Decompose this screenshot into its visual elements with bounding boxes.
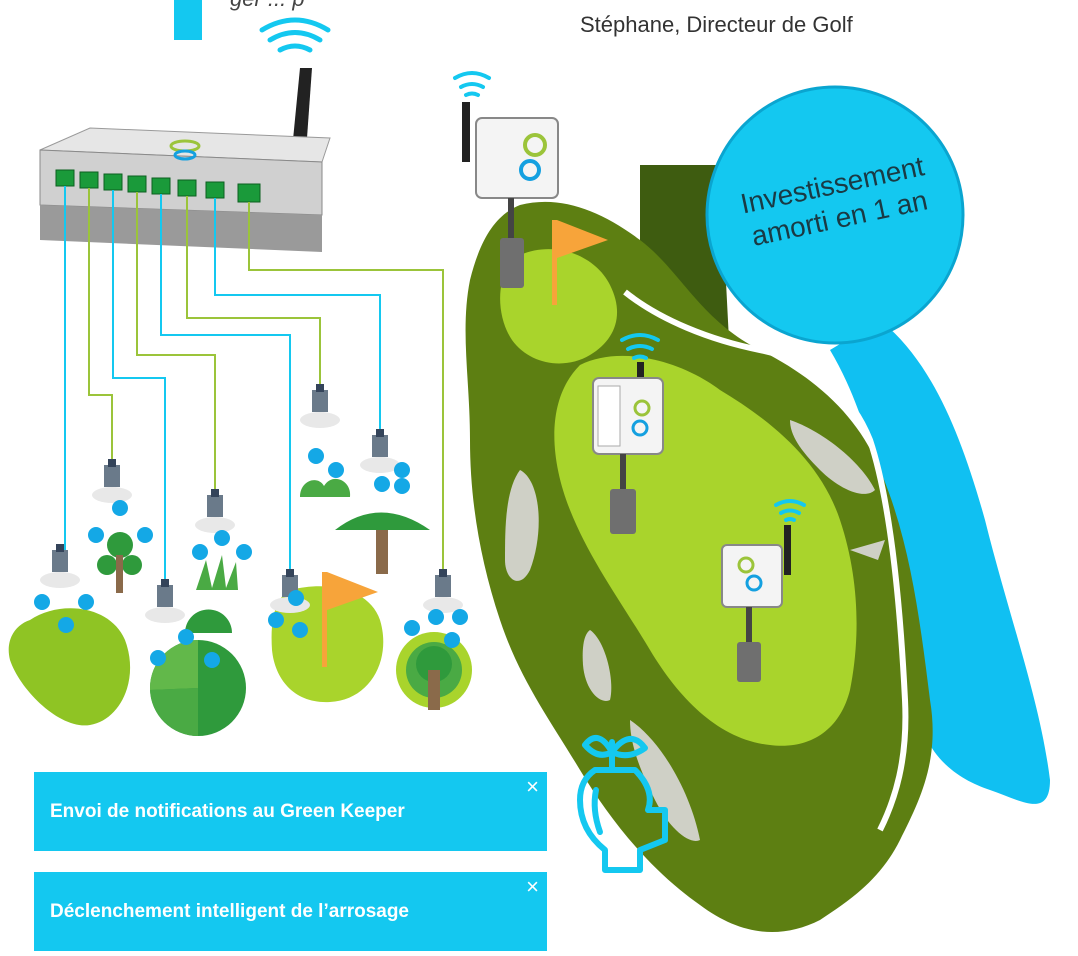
green-patch (271, 586, 384, 703)
testimonial-author: Stéphane, Directeur de Golf (580, 12, 853, 37)
water-drop-icon (404, 609, 468, 648)
water-drop-icon (88, 500, 153, 543)
green-patch (8, 608, 131, 726)
valve-icon (195, 489, 235, 533)
tree-icon (335, 512, 430, 574)
bunker (505, 470, 539, 581)
wifi-icon (259, 17, 331, 53)
bush-icon (185, 609, 232, 633)
water-drop-icon (308, 448, 344, 478)
bunker (790, 420, 875, 494)
tree-icon (97, 532, 142, 593)
flag-icon (322, 572, 378, 667)
cables (64, 186, 444, 590)
grass-icon (196, 555, 238, 590)
cart-path (623, 289, 909, 832)
valves (40, 384, 463, 623)
feature-banner-notifications[interactable]: Envoi de notifications au Green Keeper × (34, 772, 547, 851)
water-drop-icon (192, 530, 252, 560)
bunker (630, 720, 700, 841)
bunker (850, 540, 885, 560)
flag-icon (552, 220, 608, 305)
feature-banner-irrigation[interactable]: Déclenchement intelligent de l’arrosage … (34, 872, 547, 951)
tree-icon (396, 632, 472, 710)
gateway-icon (39, 17, 331, 252)
close-icon[interactable]: × (526, 874, 539, 899)
feature-label: Envoi de notifications au Green Keeper (50, 800, 405, 822)
valve-icon (423, 569, 463, 613)
sensor-icon (721, 499, 806, 682)
valve-icon (92, 459, 132, 503)
seedling-bag-icon (577, 735, 668, 873)
water-drop-icon (150, 629, 220, 668)
water-hazard (830, 320, 1050, 804)
sensor-icon (453, 71, 559, 288)
valve-icon (145, 579, 185, 623)
water-drop-icon (268, 590, 308, 638)
valve-icon (300, 384, 340, 428)
water-drops (34, 448, 468, 668)
water-drop-icon (34, 594, 94, 633)
green-top (500, 249, 618, 364)
valve-icon (360, 429, 400, 473)
lawn-circle (149, 639, 246, 736)
valve-icon (40, 544, 80, 588)
sensor-icon (592, 333, 664, 534)
feature-label: Déclenchement intelligent de l’arrosage (50, 900, 409, 922)
water-drop-icon (374, 462, 410, 494)
bush-icon (300, 478, 351, 497)
testimonial-quote: ger ... p (230, 0, 305, 12)
accent-bar (174, 0, 202, 40)
roi-badge-circle (705, 85, 965, 345)
bunker (582, 630, 612, 701)
close-icon[interactable]: × (526, 774, 539, 799)
